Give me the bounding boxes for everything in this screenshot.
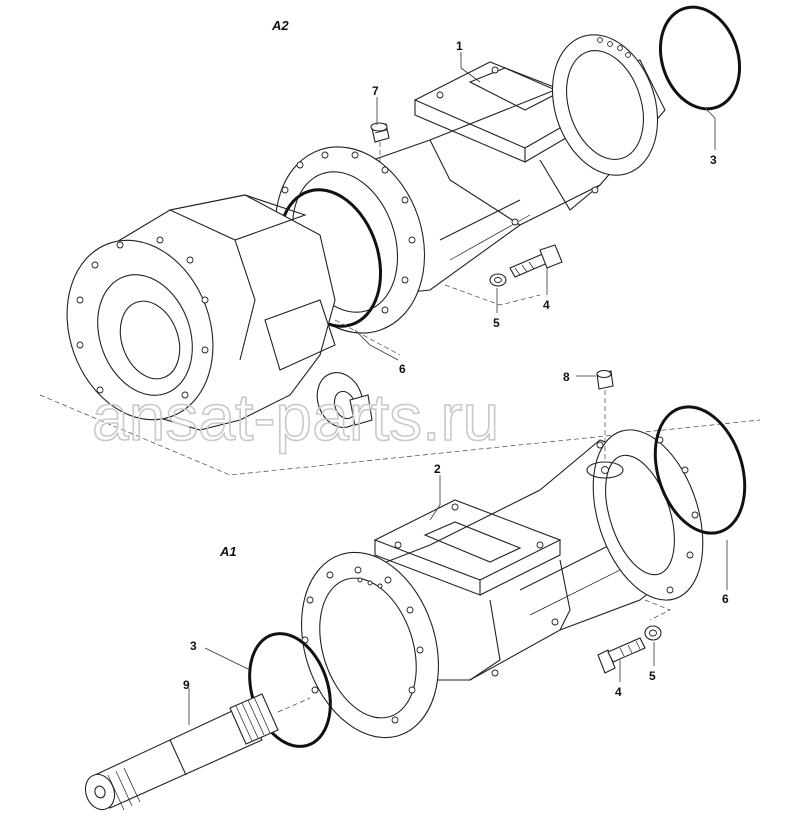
callout-4-lower: 4 bbox=[615, 685, 622, 699]
callout-3-lower: 3 bbox=[190, 639, 197, 653]
callout-9: 9 bbox=[183, 678, 190, 692]
watermark: ansat-parts.ru bbox=[92, 380, 499, 454]
bolt-4-lower bbox=[597, 637, 646, 674]
axle-shaft-9 bbox=[84, 693, 279, 811]
lower-housing-flange bbox=[301, 551, 439, 739]
o-ring-3-upper bbox=[658, 5, 742, 111]
bolt-4-upper bbox=[509, 244, 563, 278]
group-label-a1: A1 bbox=[219, 544, 237, 559]
callout-5-upper: 5 bbox=[493, 316, 500, 330]
plug-8 bbox=[596, 369, 614, 390]
callout-4-upper: 4 bbox=[543, 298, 550, 312]
callout-6-lower: 6 bbox=[722, 592, 729, 606]
callout-6-upper: 6 bbox=[399, 362, 406, 376]
group-label-a2: A2 bbox=[271, 18, 289, 33]
callout-1: 1 bbox=[456, 39, 463, 53]
callout-5-lower: 5 bbox=[649, 669, 656, 683]
callout-2: 2 bbox=[434, 462, 441, 476]
breather-plug-7 bbox=[370, 122, 390, 143]
o-ring-6-lower bbox=[653, 405, 747, 535]
callout-7: 7 bbox=[372, 84, 379, 98]
callout-8: 8 bbox=[563, 370, 570, 384]
differential-carrier bbox=[66, 194, 373, 431]
callout-3-upper: 3 bbox=[710, 153, 717, 167]
